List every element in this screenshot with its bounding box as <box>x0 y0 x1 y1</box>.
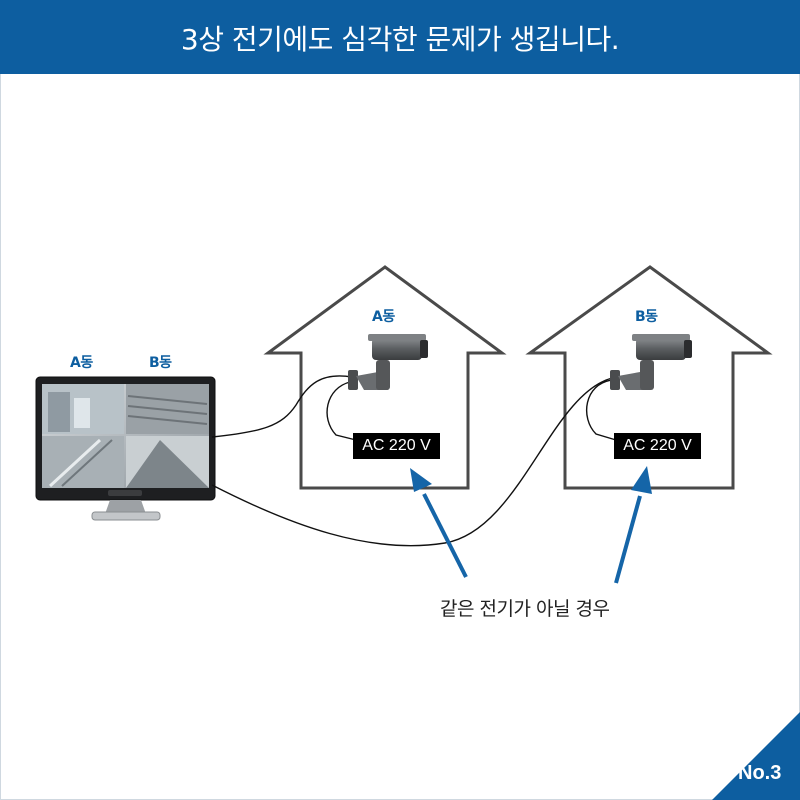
cctv-camera-icon <box>610 334 692 390</box>
cable-camera-b-to-power <box>585 379 617 441</box>
monitor-label-a: A동 <box>70 355 93 371</box>
cable-monitor-to-a <box>211 375 353 438</box>
monitor-label-b: B동 <box>149 355 172 371</box>
power-label-b: AC 220 V <box>614 433 701 459</box>
arrow-icon <box>410 468 468 578</box>
cable-monitor-to-b <box>211 377 613 547</box>
monitor-icon <box>35 376 216 521</box>
badge-label: No.3 <box>738 762 782 784</box>
page-title: 3상 전기에도 심각한 문제가 생깁니다. <box>180 23 620 56</box>
cctv-camera-icon <box>348 334 428 390</box>
header-bar: 3상 전기에도 심각한 문제가 생깁니다. <box>0 0 800 74</box>
building-b-label: B동 <box>635 309 658 325</box>
building-a-label: A동 <box>372 309 395 325</box>
number-badge <box>712 712 800 800</box>
arrow-icon <box>614 466 652 584</box>
cable-camera-a-to-power <box>326 381 357 441</box>
power-label-a: AC 220 V <box>353 433 440 459</box>
caption: 같은 전기가 아닐 경우 <box>440 598 610 620</box>
